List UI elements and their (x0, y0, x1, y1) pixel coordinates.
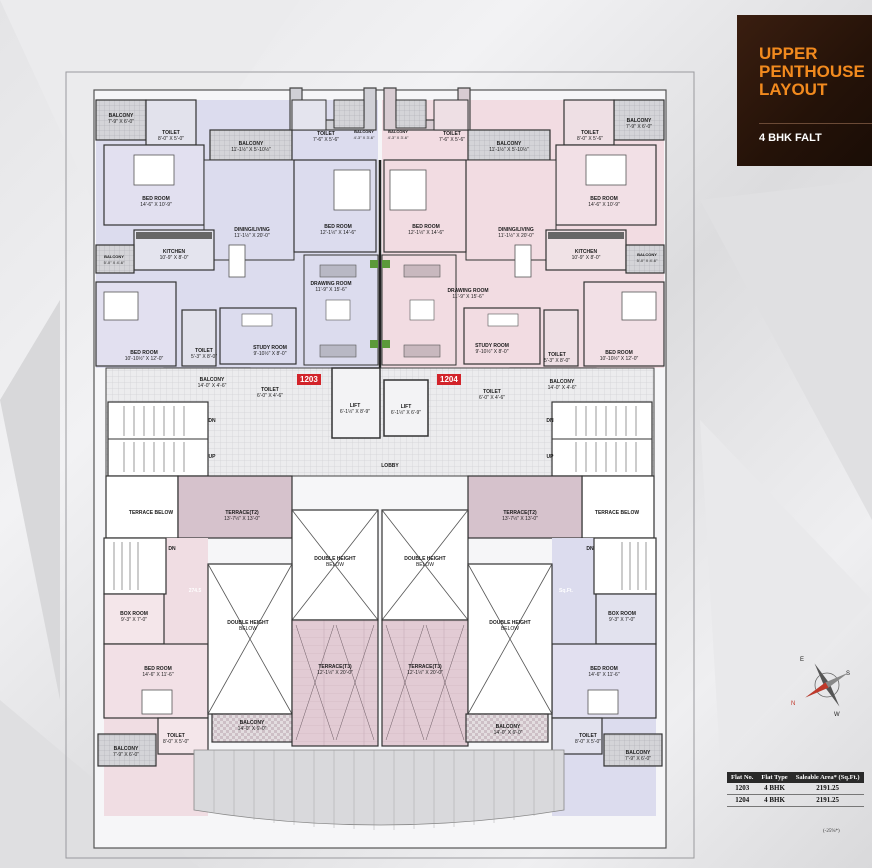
flat-tag-1204: 1204 (437, 374, 461, 385)
room-terrace-t2-l: TERRACE(T2)13'-7½" X 13'-0" (224, 510, 260, 522)
table-cell: 2191.25 (791, 794, 864, 807)
layout-title: UPPER PENTHOUSE LAYOUT (759, 44, 865, 99)
table-row: 1204 4 BHK 2191.25 (727, 794, 864, 807)
area-mark-right: Sq.Ft. (559, 588, 573, 594)
room-lobby: LOBBY (381, 463, 399, 469)
stair-up-l: UP (208, 454, 216, 460)
table-cell: 2191.25 (791, 783, 864, 795)
table-header: Saleable Area* (Sq.Ft.) (791, 772, 864, 783)
table-cell: 4 BHK (757, 783, 792, 795)
stair-dn-br: DN (586, 546, 594, 552)
table-header: Flat Type (757, 772, 792, 783)
table-cell: 4 BHK (757, 794, 792, 807)
compass-label-w: W (834, 712, 840, 718)
room-terrace-below-l: TERRACE BELOW (128, 510, 174, 516)
stair-dn-l: DN (208, 418, 216, 424)
compass-label-e: E (800, 657, 805, 663)
compass-label-s: S (846, 671, 851, 677)
stair-up-r: UP (546, 454, 554, 460)
table-row: 1203 4 BHK 2191.25 (727, 783, 864, 795)
flat-tag-1203: 1203 (297, 374, 321, 385)
compass-icon (805, 663, 849, 707)
table-cell: 1203 (727, 783, 758, 795)
room-terrace-t3-r: TERRACE(T3)12'-1½" X 20'-0" (407, 664, 443, 676)
compass-label-n: N (791, 701, 796, 707)
room-terrace-below-r: TERRACE BELOW (594, 510, 640, 516)
area-mark-left: 274.5 (188, 588, 202, 594)
title-box: UPPER PENTHOUSE LAYOUT 4 BHK FALT (737, 15, 872, 166)
stair-dn-r: DN (546, 418, 554, 424)
table-header-row: Flat No. Flat Type Saleable Area* (Sq.Ft… (727, 772, 864, 783)
room-terrace-t2-r: TERRACE(T2)13'-7½" X 13'-0" (502, 510, 538, 522)
table-footnote: (-25%*) (823, 829, 840, 834)
room-terrace-t3-l: TERRACE(T3)12'-1½" X 20'-0" (317, 664, 353, 676)
table-cell: 1204 (727, 794, 758, 807)
table-header: Flat No. (727, 772, 758, 783)
layout-subtitle: 4 BHK FALT (759, 132, 822, 144)
stair-dn-bl: DN (168, 546, 176, 552)
title-divider (759, 123, 872, 124)
floor-plan (65, 71, 695, 859)
area-table: Flat No. Flat Type Saleable Area* (Sq.Ft… (727, 772, 864, 807)
